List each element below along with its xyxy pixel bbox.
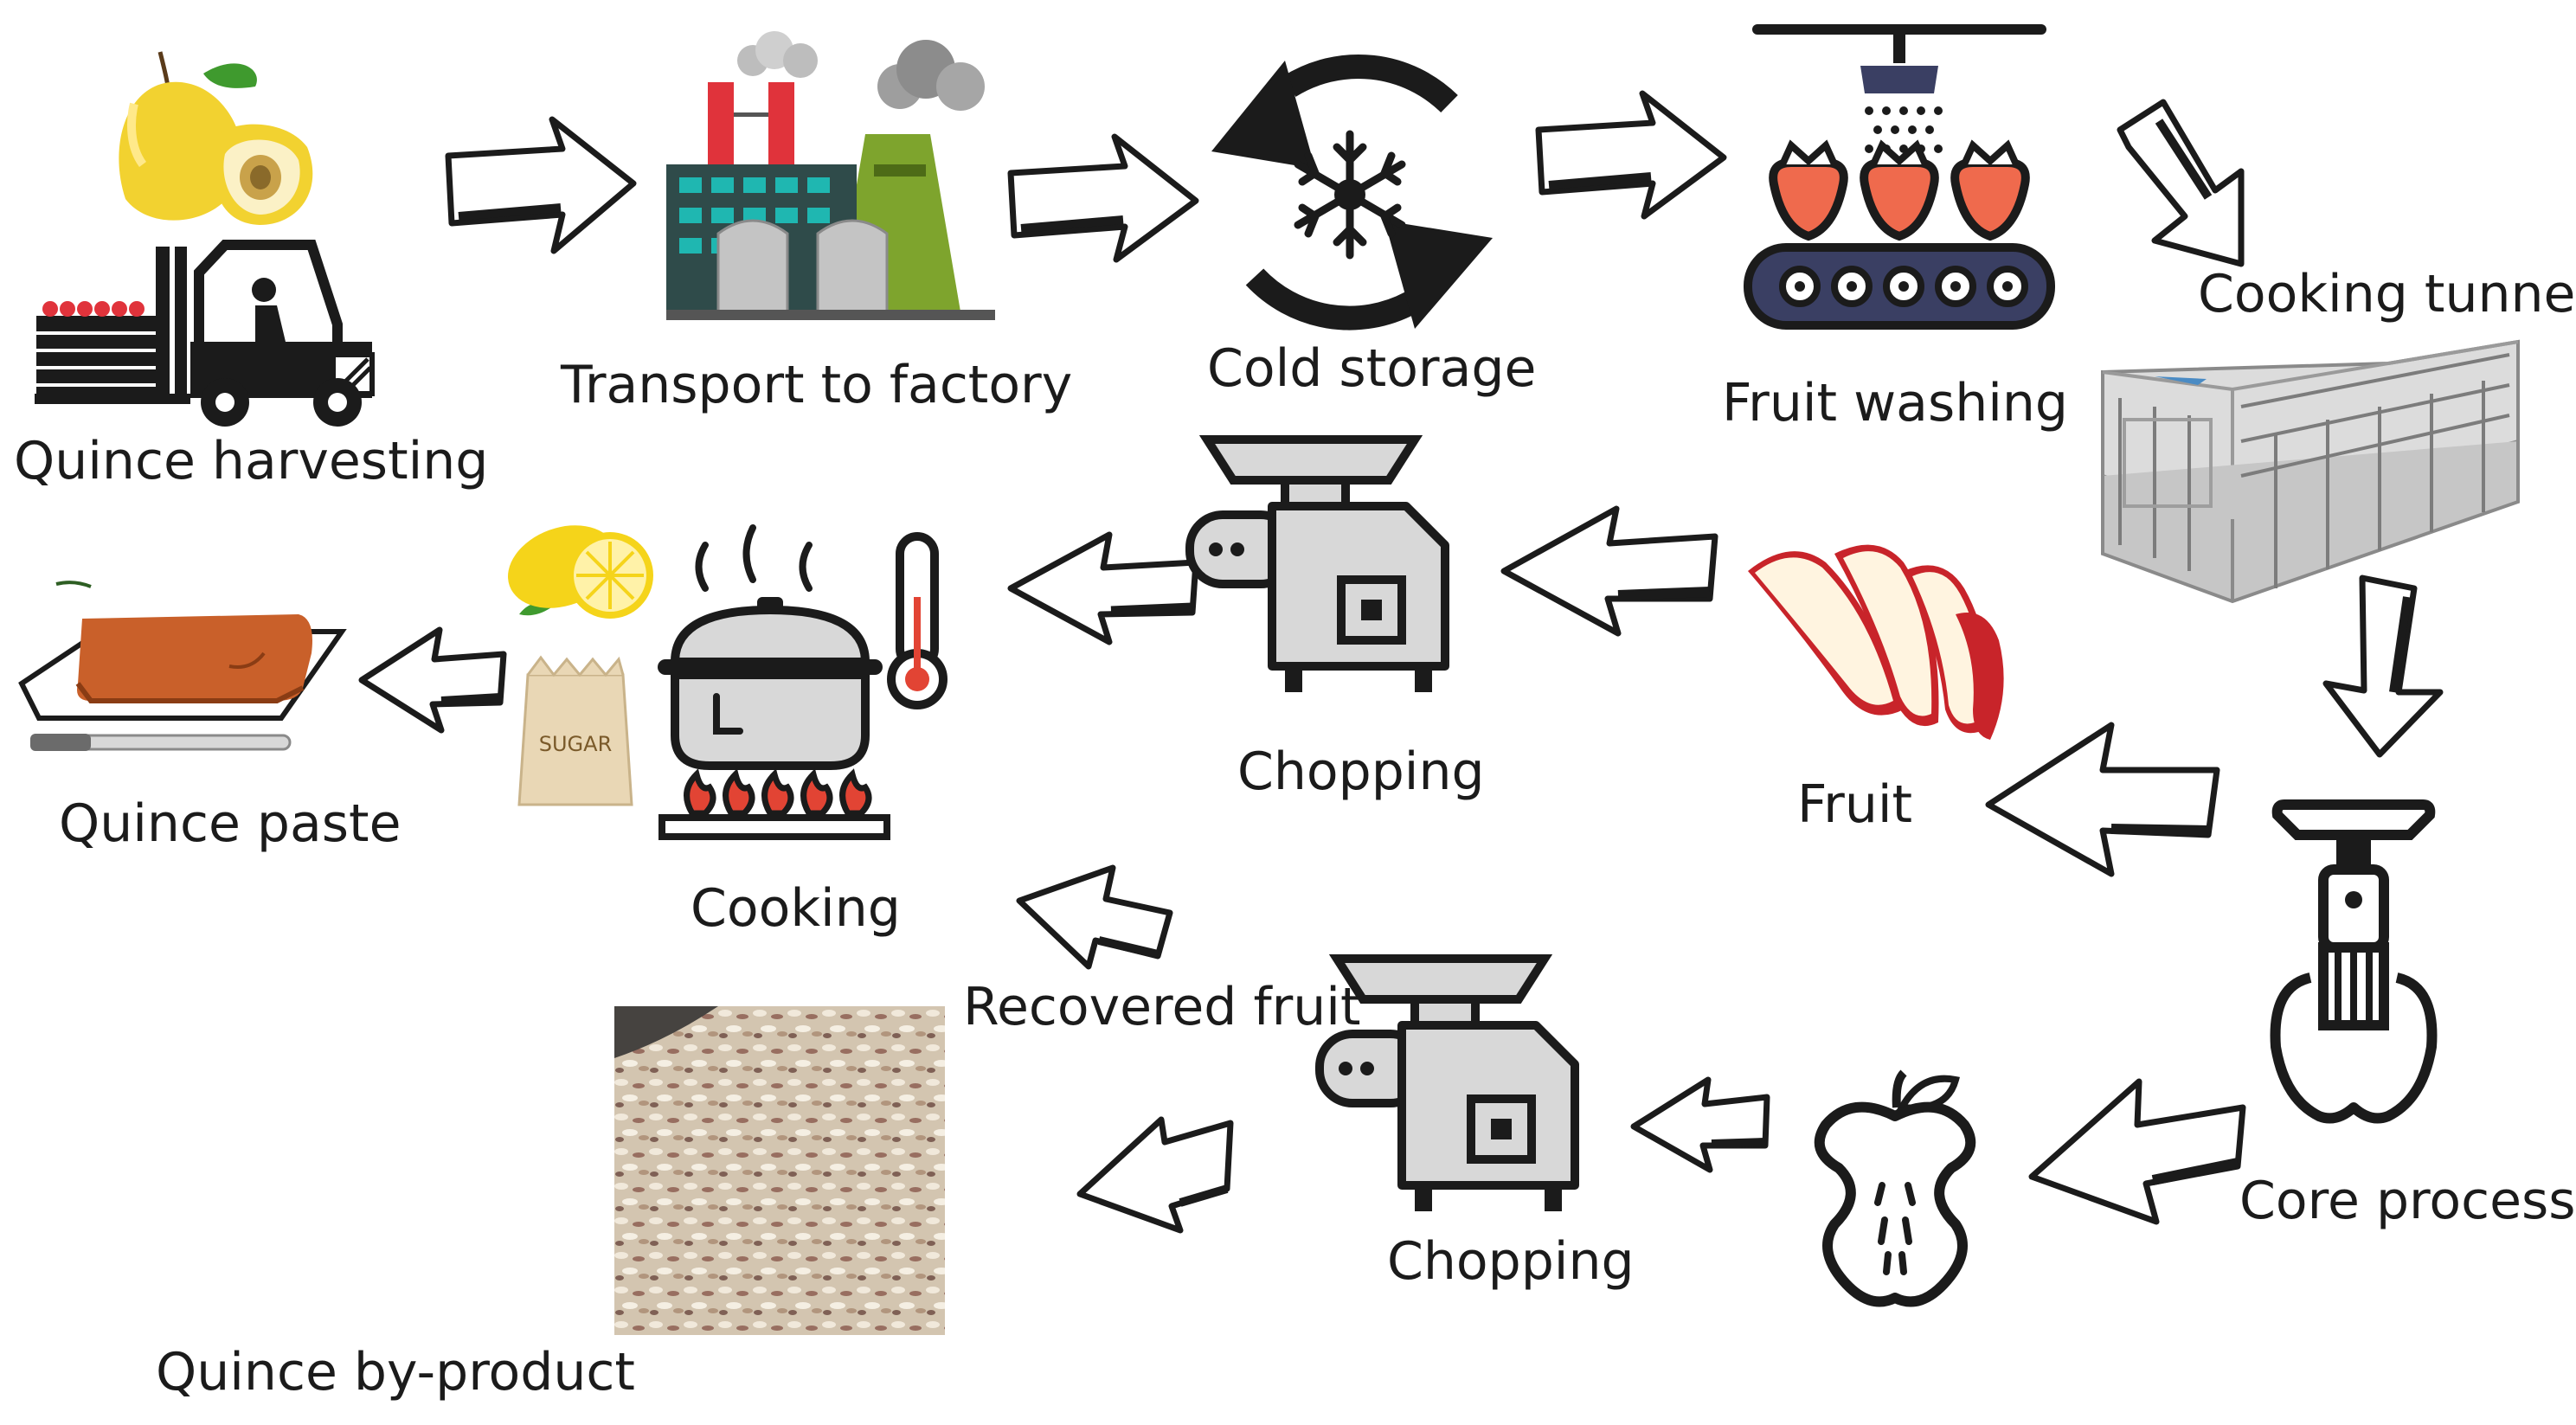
sugar-bag-icon: SUGAR [517, 655, 633, 806]
arrow-tunnel-to-core [2322, 574, 2444, 758]
label-transport-to-factory: Transport to factory [561, 355, 1073, 415]
meat-grinder-icon-2 [1315, 954, 1579, 1211]
quince-paste-icon [18, 581, 347, 751]
arrow-cold-to-washing [1535, 90, 1727, 220]
arrow-transport-to-cold [1007, 133, 1199, 263]
label-cooking: Cooking [691, 878, 901, 939]
factory-icon [666, 31, 995, 320]
label-quince-paste: Quince paste [59, 793, 401, 854]
fruit-slices-icon [1748, 544, 2004, 740]
quince-byproduct-photo [614, 1006, 945, 1335]
apple-core-icon [1814, 1069, 1976, 1307]
arrow-washing-to-tunnel [2117, 99, 2245, 267]
label-cooking-tunnel: Cooking tunnel [2198, 264, 2576, 324]
sugar-bag-text: SUGAR [539, 732, 613, 756]
arrow-fruit-to-chopping [1500, 505, 1718, 637]
meat-grinder-icon-1 [1185, 435, 1449, 692]
label-recovered-fruit: Recovered fruit [963, 977, 1361, 1037]
arrow-core-to-fruit [1985, 722, 2220, 877]
arrow-recovered-to-cooking [1016, 864, 1173, 970]
quince-fruit-icon [119, 51, 313, 225]
cold-storage-icon [1211, 55, 1493, 331]
arrow-chopping-to-byproduct [1076, 1116, 1234, 1234]
corer-icon [2270, 799, 2438, 1124]
label-chopping-1: Chopping [1237, 741, 1485, 802]
label-core-process: Core process [2239, 1171, 2576, 1231]
label-quince-byproduct: Quince by-product [156, 1342, 635, 1403]
forklift-icon [35, 240, 375, 427]
fruit-washing-icon [1744, 24, 2055, 330]
label-chopping-2: Chopping [1387, 1231, 1635, 1292]
label-fruit: Fruit [1797, 774, 1913, 835]
label-fruit-washing: Fruit washing [1722, 373, 2069, 433]
arrow-cooking-to-paste [358, 626, 507, 734]
label-cold-storage: Cold storage [1207, 338, 1537, 399]
cooking-pot-icon [658, 524, 948, 840]
arrow-core-to-chopping [1630, 1076, 1770, 1173]
arrow-core-to-apple-core [2028, 1078, 2246, 1225]
lemon-icon [508, 525, 653, 619]
arrow-chopping-to-cooking [1007, 531, 1199, 645]
cooking-tunnel-machine [2101, 339, 2520, 604]
label-quince-harvesting: Quince harvesting [14, 431, 489, 491]
arrow-harvest-to-transport [445, 116, 637, 254]
